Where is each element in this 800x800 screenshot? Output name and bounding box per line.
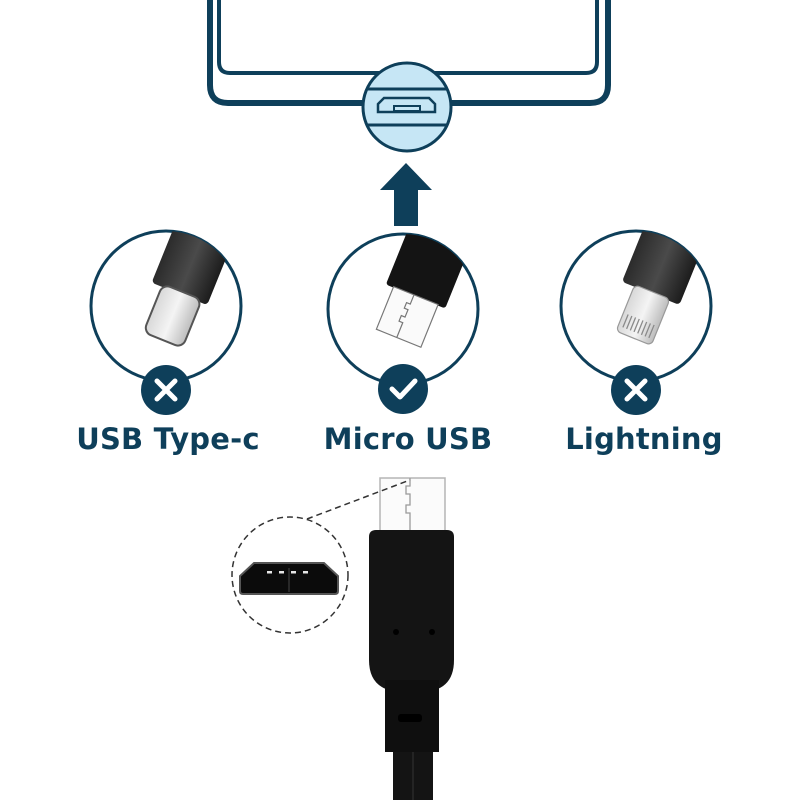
check-icon	[378, 364, 428, 414]
device-port-icon	[361, 61, 453, 153]
label-usb-type-c: USB Type-c	[76, 422, 260, 456]
label-micro-usb: Micro USB	[323, 422, 493, 456]
arrow-up-icon	[380, 163, 432, 226]
connector-lightning	[559, 229, 713, 415]
port-closeup-callout	[231, 479, 411, 634]
label-lightning: Lightning	[565, 422, 723, 456]
micro-usb-cable	[369, 477, 454, 800]
cross-icon	[141, 365, 191, 415]
cross-icon	[611, 365, 661, 415]
connector-micro-usb	[326, 232, 480, 414]
connector-usb-type-c	[89, 229, 243, 415]
